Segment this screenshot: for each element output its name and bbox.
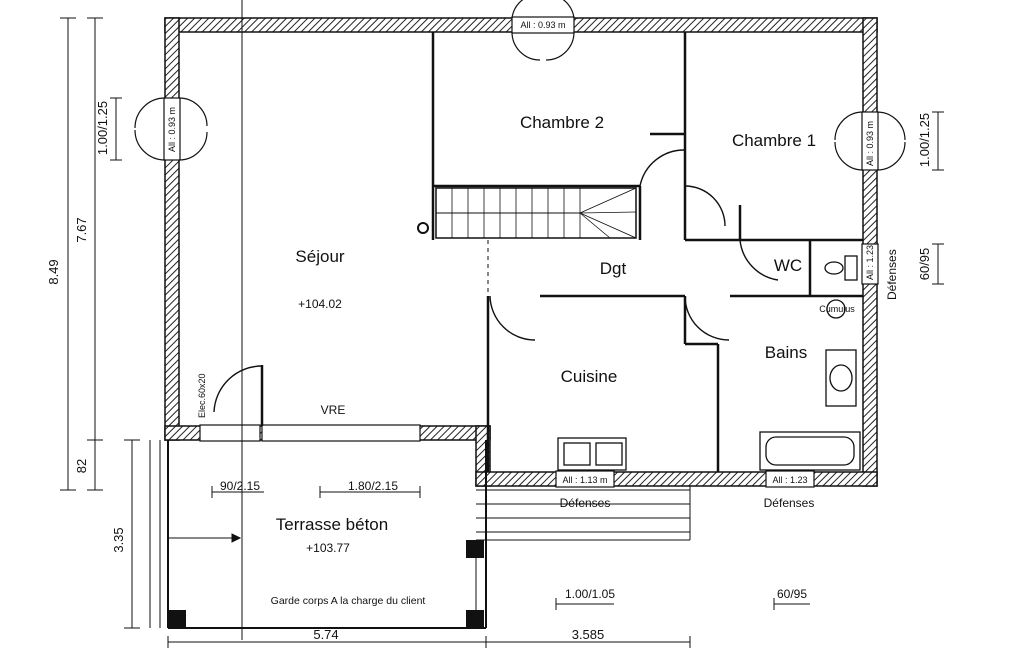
staircase xyxy=(417,187,637,239)
note-elec: Elec.60x20 xyxy=(197,373,207,418)
room-dgt: Dgt xyxy=(600,259,627,278)
dim-window-bottom-2: 60/95 xyxy=(777,587,807,601)
dim-opening-left: 90/2.15 xyxy=(220,479,260,493)
dim-width-left: 5.74 xyxy=(313,627,338,642)
door-swings xyxy=(213,149,779,413)
room-chambre-2: Chambre 2 xyxy=(520,113,604,132)
window-tag-wc: All : 1.23 xyxy=(865,245,875,280)
exterior-walls xyxy=(164,17,878,487)
dim-terrace-height: 3.35 xyxy=(111,527,126,552)
room-sejour-level: +104.02 xyxy=(298,297,342,311)
window-tag-left: All : 0.93 m xyxy=(167,107,177,152)
dim-opening-bay: 1.80/2.15 xyxy=(348,479,398,493)
dim-width-right: 3.585 xyxy=(572,627,605,642)
note-vre: VRE xyxy=(321,403,346,417)
dim-bottom-strip: 82 xyxy=(74,459,89,473)
room-chambre-1: Chambre 1 xyxy=(732,131,816,150)
room-terrasse-level: +103.77 xyxy=(306,541,350,555)
window-openings xyxy=(163,16,879,488)
dim-window-bottom-1: 1.00/1.05 xyxy=(565,587,615,601)
dim-total-height: 8.49 xyxy=(46,259,61,284)
terrace xyxy=(149,0,487,640)
dim-wc-window: 60/95 xyxy=(917,248,932,281)
note-defenses-cuisine: Défenses xyxy=(560,496,611,510)
room-sejour: Séjour xyxy=(295,247,344,266)
window-tag-top: All : 0.93 m xyxy=(520,20,565,30)
note-defenses-wc: Défenses xyxy=(885,249,899,300)
room-bains: Bains xyxy=(765,343,808,362)
room-cuisine: Cuisine xyxy=(561,367,618,386)
dimension-lines xyxy=(60,17,944,648)
note-garde-corps: Garde corps A la charge du client xyxy=(271,595,426,607)
dim-window-left: 1.00/1.25 xyxy=(95,101,110,155)
exterior-steps xyxy=(476,486,691,541)
window-tag-cuisine: All : 1.13 m xyxy=(562,475,607,485)
window-swings xyxy=(134,0,906,171)
dim-window-right: 1.00/1.25 xyxy=(917,113,932,167)
interior-walls xyxy=(260,32,863,472)
note-defenses-bains: Défenses xyxy=(764,496,815,510)
window-tag-right: All : 0.93 m xyxy=(865,121,875,166)
dim-main-height: 7.67 xyxy=(74,217,89,242)
window-tag-bains: All : 1.23 xyxy=(772,475,807,485)
label-cumulus: Cumulus xyxy=(819,304,855,314)
room-wc: WC xyxy=(774,256,802,275)
room-terrasse: Terrasse béton xyxy=(276,515,388,534)
fixtures xyxy=(557,255,861,471)
terrace-posts xyxy=(168,540,484,628)
